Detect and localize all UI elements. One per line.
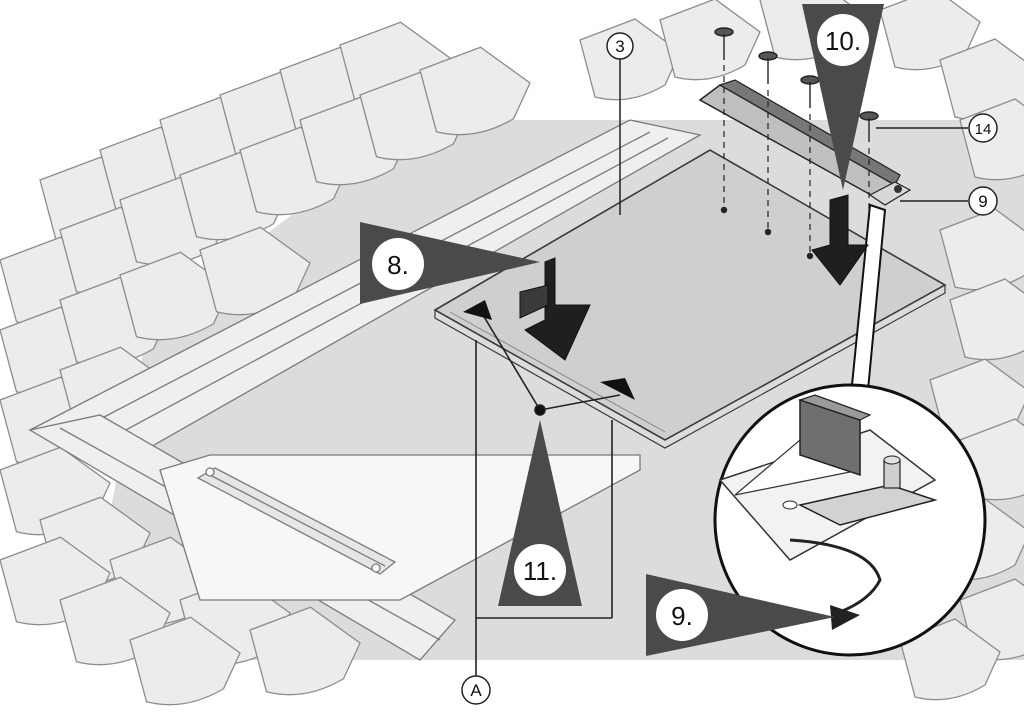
roof-tile <box>129 616 241 706</box>
callout-3: 3 <box>606 32 634 215</box>
callout-3-label: 3 <box>615 37 624 56</box>
step-11-marker: 11. <box>498 420 582 606</box>
screw-3 <box>800 75 820 260</box>
roof-tile <box>249 606 361 696</box>
step10-arrow <box>811 194 869 286</box>
screws <box>714 27 879 288</box>
detail-magnifier <box>713 203 987 657</box>
callout-9-label: 9 <box>978 192 987 211</box>
step-markers: 8. 10. 11. 9. <box>360 4 884 656</box>
step-11-label: 11. <box>523 556 557 586</box>
motion-arrows <box>519 194 869 361</box>
step-10-marker: 10. <box>802 4 884 190</box>
step-10-label: 10. <box>825 26 861 56</box>
step-9-label: 9. <box>671 601 693 631</box>
roof-tile <box>899 618 1001 701</box>
roof-tile <box>419 46 531 136</box>
step-9-marker: 9. <box>646 574 835 656</box>
collector-plate <box>433 149 947 449</box>
screw-2 <box>758 51 778 236</box>
callout-9: 9 <box>900 186 998 216</box>
roof-tile <box>879 0 981 71</box>
callout-a: A <box>461 675 491 705</box>
step8-arrow <box>519 257 591 361</box>
step-8-marker: 8. <box>360 222 540 304</box>
small-arrows <box>463 300 635 400</box>
roof-tile <box>659 0 761 81</box>
roof-tile <box>949 278 1024 361</box>
step-8-label: 8. <box>387 250 409 280</box>
leader-lines-a <box>475 309 621 676</box>
callout-14: 14 <box>876 113 998 143</box>
callouts: 3 14 9 A <box>461 32 998 705</box>
screw-1 <box>714 27 734 214</box>
callout-a-label: A <box>470 681 482 700</box>
callout-14-label: 14 <box>975 121 992 138</box>
